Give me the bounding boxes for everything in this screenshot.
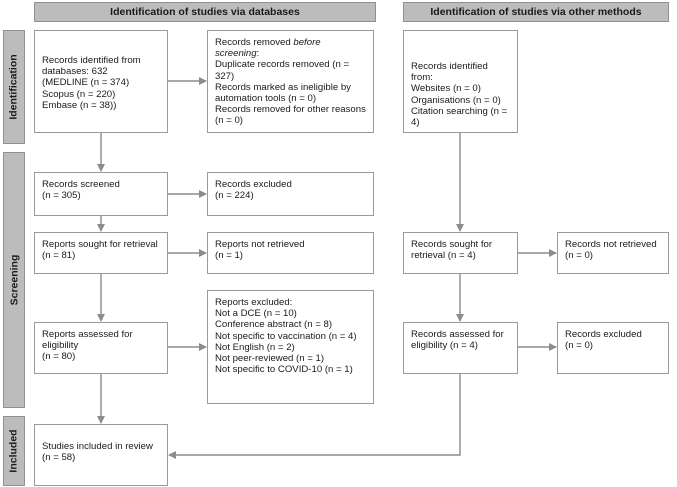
phase-identification: Identification [3, 30, 25, 144]
phase-included: Included [3, 416, 25, 486]
records-removed-lead: Records removed [215, 37, 294, 48]
other-assessed-box: Records assessed for eligibility (n = 4) [403, 322, 518, 374]
other-identified-box: Records identified from: Websites (n = 0… [403, 30, 518, 133]
phase-identification-label: Identification [8, 54, 20, 120]
other-not-retrieved-box: Records not retrieved (n = 0) [557, 232, 669, 274]
reports-sought-box: Reports sought for retrieval (n = 81) [34, 232, 168, 274]
header-other-methods: Identification of studies via other meth… [403, 2, 669, 22]
records-removed-rest: : Duplicate records removed (n = 327) Re… [215, 48, 366, 127]
records-excluded-box: Records excluded (n = 224) [207, 172, 374, 216]
reports-excluded-box: Reports excluded: Not a DCE (n = 10) Con… [207, 290, 374, 404]
phase-screening: Screening [3, 152, 25, 408]
header-databases: Identification of studies via databases [34, 2, 376, 22]
records-identified-box: Records identified from databases: 632 (… [34, 30, 168, 133]
records-removed-italic: before screening [215, 37, 321, 60]
records-removed-box: Records removed before screening: Duplic… [207, 30, 374, 133]
reports-not-retrieved-box: Reports not retrieved (n = 1) [207, 232, 374, 274]
records-screened-box: Records screened (n = 305) [34, 172, 168, 216]
other-sought-box: Records sought for retrieval (n = 4) [403, 232, 518, 274]
studies-included-box: Studies included in review (n = 58) [34, 424, 168, 486]
phase-screening-label: Screening [8, 254, 20, 306]
other-excluded-box: Records excluded (n = 0) [557, 322, 669, 374]
reports-assessed-box: Reports assessed for eligibility (n = 80… [34, 322, 168, 374]
phase-included-label: Included [8, 429, 21, 473]
